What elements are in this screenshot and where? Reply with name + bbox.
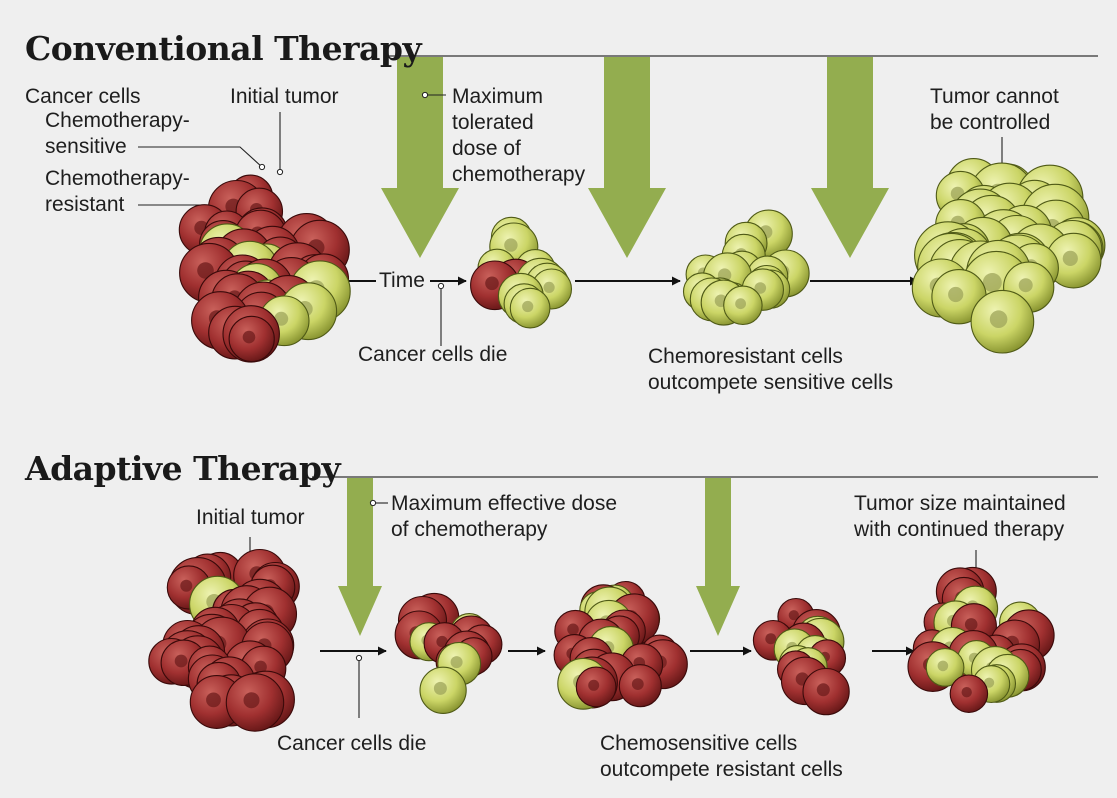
legend-chemo-resistant-line-1: Chemotherapy- (45, 167, 190, 190)
conventional-final-label: Tumor cannot be controlled (930, 84, 1059, 136)
resistant-cell (970, 289, 1035, 354)
adaptive-final-tumor (907, 566, 1055, 713)
conventional-title: Conventional Therapy (25, 29, 422, 68)
conventional-dose-line-1: Maximum (452, 85, 544, 108)
dose-arrow-2 (588, 57, 666, 258)
leader-dot-2 (258, 163, 266, 171)
conventional-dose-line-4: chemotherapy (452, 163, 586, 186)
adaptive-final-line-2: with continued therapy (854, 518, 1065, 541)
resistant-cell (1045, 232, 1102, 289)
resistant-cell (509, 287, 551, 329)
conventional-dose-line-2: tolerated (452, 111, 534, 134)
adaptive-shrunk-tumor-2 (752, 597, 850, 716)
sensitive-cell (949, 674, 989, 713)
conventional-outcompete: Chemoresistant cells outcompete sensitiv… (648, 344, 893, 396)
leader-dot-5 (437, 282, 445, 290)
conventional-outcompete-line-1: Chemoresistant cells (648, 345, 843, 368)
adaptive-dose-line-2: of chemotherapy (391, 518, 548, 541)
conventional-final-line-1: Tumor cannot (930, 85, 1059, 108)
leader-dot-9 (355, 654, 363, 662)
leader-sensitive (138, 146, 263, 168)
legend-chemo-sensitive-line-1: Chemotherapy- (45, 109, 190, 132)
sensitive-cell (618, 664, 662, 708)
resistant-cell (925, 648, 965, 687)
legend-chemo-sensitive-line-2: sensitive (45, 135, 127, 158)
tumors (148, 158, 1106, 732)
leader-dot-1 (276, 168, 284, 176)
conventional-initial-tumor (178, 174, 351, 363)
conventional-dose-line-3: dose of (452, 137, 521, 160)
legend-cancer-cells: Cancer cells (25, 85, 141, 108)
adaptive-cells-die: Cancer cells die (277, 732, 427, 755)
adaptive-outcompete: Chemosensitive cells outcompete resistan… (600, 731, 843, 783)
conventional-dose-label: Maximum tolerated dose of chemotherapy (452, 84, 585, 188)
resistant-cell (419, 666, 467, 714)
dose-arrow-1 (381, 57, 459, 258)
legend-chemo-resistant-line-2: resistant (45, 193, 125, 216)
legend-chemo-sensitive: Chemotherapy- sensitive (45, 108, 190, 160)
dose-arrows (338, 57, 889, 636)
adaptive-outcompete-line-2: outcompete resistant cells (600, 758, 843, 781)
conventional-final-tumor (911, 158, 1106, 354)
time-label: Time (379, 269, 425, 292)
adaptive-dose-line-1: Maximum effective dose (391, 492, 618, 515)
conventional-cells-die: Cancer cells die (358, 343, 508, 366)
sensitive-cell (228, 315, 275, 363)
sensitive-cell (802, 667, 850, 716)
dose-arrow-3 (811, 57, 889, 258)
adaptive-initial-tumor (148, 548, 300, 732)
leader-dot-4 (421, 91, 429, 99)
conventional-regrown-tumor (682, 209, 810, 326)
conventional-initial-tumor: Initial tumor (230, 85, 339, 108)
conventional-final-line-2: be controlled (930, 111, 1051, 134)
conventional-outcompete-line-2: outcompete sensitive cells (648, 371, 894, 394)
timeline-arrows (320, 276, 919, 656)
dose-arrow-4 (338, 478, 382, 636)
leader-dot-8 (369, 499, 377, 507)
sensitive-cell (575, 666, 617, 708)
adaptive-initial-tumor: Initial tumor (196, 506, 305, 529)
legend-chemo-resistant: Chemotherapy- resistant (45, 166, 190, 218)
adaptive-title: Adaptive Therapy (25, 449, 341, 488)
resistant-cell (723, 285, 763, 326)
adaptive-final-label: Tumor size maintained with continued the… (854, 491, 1066, 543)
conventional-shrunk-tumor (470, 216, 573, 329)
adaptive-final-line-1: Tumor size maintained (854, 492, 1066, 515)
adaptive-shrunk-tumor (394, 592, 503, 714)
adaptive-outcompete-line-1: Chemosensitive cells (600, 732, 798, 755)
adaptive-regrown-tumor (553, 580, 688, 710)
sensitive-cell (225, 673, 285, 732)
dose-arrow-5 (696, 478, 740, 636)
adaptive-dose-label: Maximum effective dose of chemotherapy (391, 491, 617, 543)
